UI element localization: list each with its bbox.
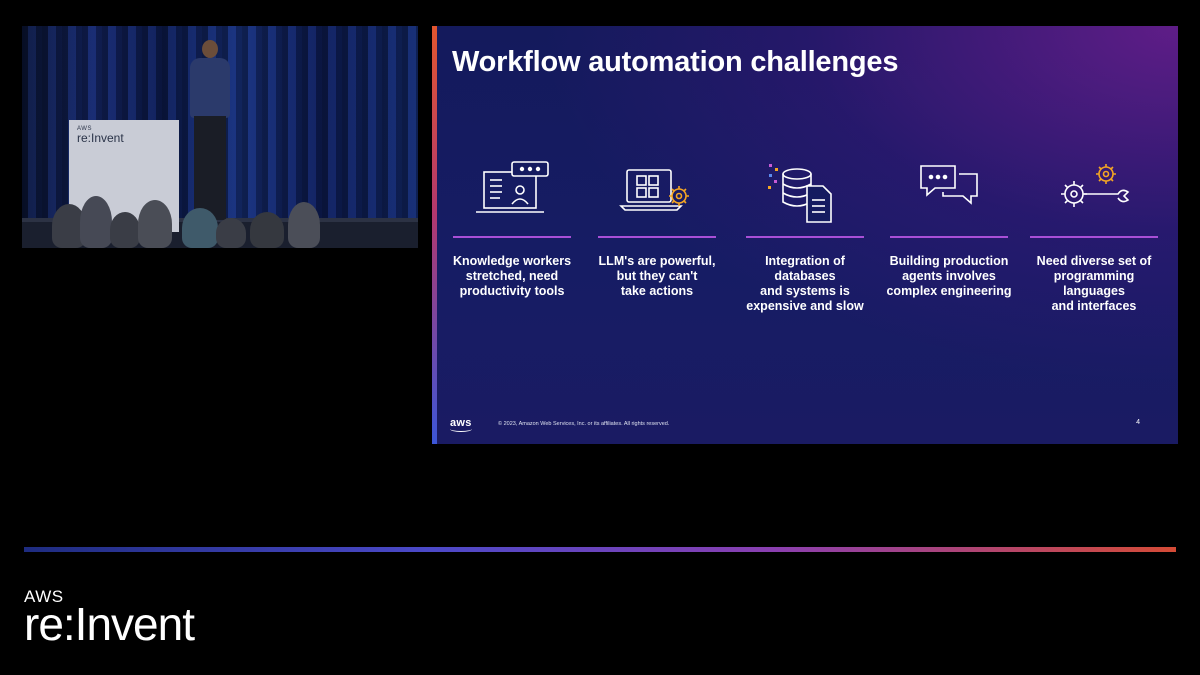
aws-smile-icon <box>450 426 472 432</box>
item-divider <box>598 236 716 238</box>
reinvent-logo-name: re:Invent <box>24 598 195 650</box>
item-divider <box>746 236 864 238</box>
database-document-icon <box>765 160 845 224</box>
laptop-gear-icon <box>617 160 697 224</box>
item-divider <box>890 236 1008 238</box>
slide-page-number: 4 <box>1136 419 1140 426</box>
reinvent-logo: AWS re:Invent <box>24 587 195 650</box>
podium-logo-reinvent: re:Invent <box>77 131 124 145</box>
challenge-label: Need diverse set of programming language… <box>1036 254 1152 313</box>
stage-edge <box>22 218 418 222</box>
speaker-figure <box>182 40 238 220</box>
copyright-notice: © 2023, Amazon Web Services, Inc. or its… <box>498 421 670 427</box>
podium-logo-aws: AWS <box>77 126 92 132</box>
slide-accent-bar <box>432 26 437 444</box>
challenge-label: Knowledge workers stretched, need produc… <box>452 254 572 298</box>
challenge-label: Integration of databases and systems is … <box>746 254 864 313</box>
item-divider <box>453 236 571 238</box>
presentation-slide: Workflow automation challenges Knowledge… <box>432 26 1178 444</box>
worker-screen-chat-icon <box>472 160 552 224</box>
chat-bubbles-icon <box>909 160 989 224</box>
speaker-video-feed: AWS re:Invent <box>22 26 418 248</box>
aws-logo-text: aws <box>450 417 472 429</box>
reinvent-logo-aws: AWS <box>24 587 64 606</box>
aws-logo: aws <box>450 417 472 432</box>
item-divider <box>1030 236 1158 238</box>
challenge-label: LLM's are powerful, but they can't take … <box>598 254 716 298</box>
podium-logo: AWS re:Invent <box>77 126 124 144</box>
slide-title: Workflow automation challenges <box>452 46 899 78</box>
audience-silhouettes <box>52 188 372 248</box>
gradient-divider <box>24 547 1176 552</box>
gears-wrench-icon <box>1054 160 1134 224</box>
challenge-label: Building production agents involves comp… <box>886 254 1012 298</box>
